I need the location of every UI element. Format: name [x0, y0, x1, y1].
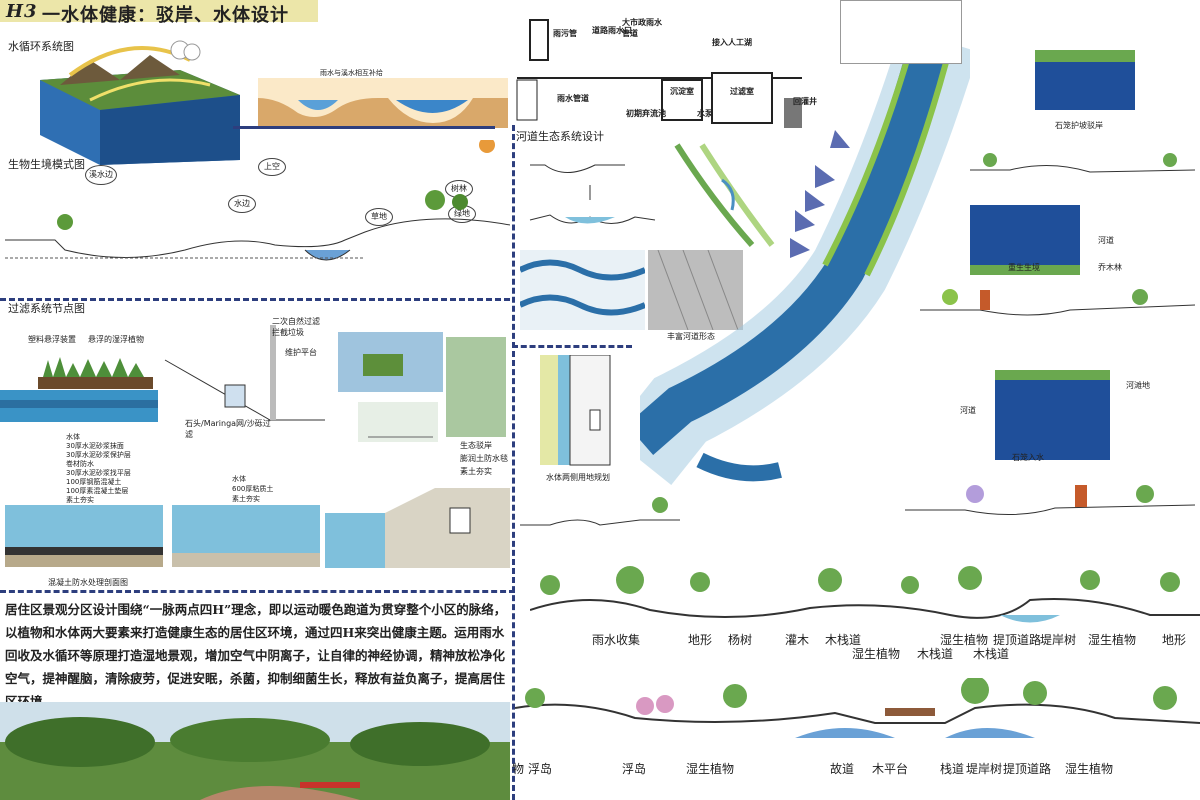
detail-2-label: 重生生境 [1008, 263, 1040, 272]
description-paragraph: 居住区景观分区设计围绕“一脉两点四H”理念，即以运动暖色跑道为贯穿整个小区的脉络… [5, 602, 507, 709]
title-bar: H3 一水体健康：驳岸、水体设计 [0, 0, 318, 26]
header-code: H3 [6, 1, 38, 22]
bubble-2: 水边 [228, 195, 256, 213]
water-section-sketch [258, 78, 508, 128]
clay-section [172, 505, 320, 567]
detail-1-section [970, 153, 1195, 173]
water-cycle-caption: 雨水与溪水相互补给 [320, 69, 383, 77]
detail-2-section [920, 289, 1195, 316]
divider-habitat [0, 298, 510, 301]
river-plan-sketch [674, 143, 775, 247]
page-title: 一水体健康：驳岸、水体设计 [42, 5, 289, 26]
section-2-drawing [515, 678, 1200, 738]
detail-3 [995, 370, 1110, 460]
filter-label-g: 生态驳岸 [460, 441, 492, 450]
divider-vertical [512, 125, 515, 800]
filter-photos [338, 332, 506, 442]
water-cycle-title: 水循环系统图 [8, 40, 74, 53]
detail-3-wet: 河滩地 [1126, 381, 1150, 390]
habitat-title: 生物生境模式图 [8, 158, 85, 171]
detail-2-tree: 乔木林 [1098, 263, 1122, 272]
concrete-section [5, 505, 163, 567]
river-texture [648, 250, 743, 330]
filter-label-d: 维护平台 [285, 348, 317, 357]
habitat-section [5, 140, 510, 261]
river-plan-main [640, 40, 970, 485]
bubble-3: 草地 [365, 208, 393, 226]
building-plan [840, 0, 962, 64]
bank-plan [540, 355, 611, 466]
filter-label-b: 悬浮的湿浮植物 [88, 335, 144, 344]
detail-2 [970, 205, 1080, 275]
section-1-drawing [530, 566, 1200, 623]
detail-3-section [905, 485, 1195, 515]
bubble-1: 溪水边 [85, 165, 117, 185]
detail-2-river: 河道 [1098, 236, 1114, 245]
filter-title: 过滤系统节点图 [8, 302, 85, 315]
filter-label-i: 素土夯实 [460, 467, 492, 476]
landscape-photo [0, 702, 510, 800]
detail-1-label: 石笼护坡驳岸 [1055, 121, 1103, 130]
divider-top [233, 126, 495, 129]
detail-1 [1035, 50, 1135, 110]
drainage-diagram [516, 19, 802, 128]
detail-3-river: 河道 [960, 406, 976, 415]
divider-filter [0, 590, 515, 593]
river-eco-title: 河道生态系统设计 [516, 130, 604, 143]
water-cycle-diagram [40, 40, 240, 165]
wind-arrows [790, 130, 850, 258]
bank-section-small [520, 497, 680, 526]
floating-island [38, 357, 153, 389]
river-form-sketch [529, 164, 656, 224]
filter-label-f: 混凝土防水处理剖面图 [48, 578, 128, 587]
detail-3-label: 石笼入水 [1012, 453, 1044, 462]
filter-node-section [164, 325, 325, 421]
bubble-5: 树林 [445, 180, 473, 198]
eco-bank-section [325, 488, 510, 568]
rich-form-label: 丰富河道形态 [667, 332, 715, 341]
bank-use-label: 水体两侧用地规划 [546, 473, 610, 482]
filter-water [0, 390, 158, 422]
filter-label-a: 塑料悬浮装置 [28, 335, 76, 344]
filter-label-c: 二次自然过滤拦截垃圾 [272, 317, 320, 337]
filter-label-h: 膨润土防水毯 [460, 454, 508, 463]
filter-label-e: 石头/Maringa网/沙砾过滤 [185, 419, 271, 439]
river-braided [520, 250, 645, 330]
bubble-0: 上空 [258, 158, 286, 176]
divider-river [512, 345, 632, 348]
